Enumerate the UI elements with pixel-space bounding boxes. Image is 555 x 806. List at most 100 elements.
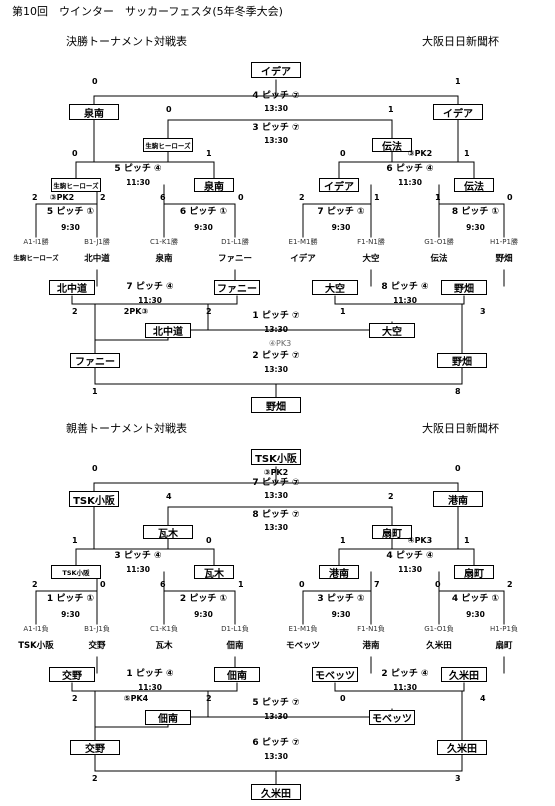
- team-name: ファニー: [217, 254, 253, 264]
- page-header: 第10回 ウインター サッカーフェスタ(5年冬季大会): [12, 5, 283, 18]
- quarter-box: 瓦木: [194, 565, 234, 580]
- score: 1: [238, 580, 244, 589]
- match-pitch: 3 ピッチ ①: [317, 594, 365, 604]
- team-name: 泉南: [155, 254, 173, 264]
- placement-box: ファニー: [70, 352, 120, 368]
- seed-slot: A1-I1勝: [23, 238, 49, 246]
- score: 0: [435, 580, 441, 589]
- team-name: 伝法: [430, 254, 448, 264]
- match-pitch: 4 ピッチ ⑦: [252, 91, 300, 101]
- placement-box: 久米田: [437, 739, 487, 755]
- match-time: 13:30: [264, 365, 288, 374]
- organizer-name: 大阪日日新聞杯: [422, 35, 499, 48]
- lower-box: モベッツ: [312, 666, 358, 682]
- score: 2: [72, 694, 78, 703]
- match-time: 9:30: [61, 610, 80, 619]
- score: 2: [299, 193, 305, 202]
- seed-slot: A1-I1負: [23, 625, 49, 633]
- score: 0: [340, 694, 346, 703]
- score: 0: [206, 536, 212, 545]
- match-pitch: 6 ピッチ ①: [179, 207, 228, 217]
- quarter-box: イデア: [319, 178, 359, 193]
- match-pitch: 2 ピッチ ④: [381, 669, 429, 679]
- score: 1: [340, 536, 346, 545]
- pk-result: ④PK3: [268, 339, 292, 348]
- match-time: 9:30: [331, 223, 351, 232]
- match-pitch: 1 ピッチ ①: [46, 594, 95, 604]
- score: 1: [464, 149, 470, 158]
- score: 6: [160, 193, 166, 202]
- placement-winner-box: 久米田: [251, 784, 301, 800]
- score: 2: [388, 492, 394, 501]
- semi-right-box: 伝法: [372, 138, 412, 153]
- score: 1: [374, 193, 380, 202]
- match-pitch: 7 ピッチ ④: [126, 282, 174, 292]
- placement-box: 北中道: [145, 322, 191, 338]
- team-name: 瓦木: [155, 641, 173, 651]
- quarter-box: TSK小阪: [51, 565, 101, 579]
- seed-slot: D1-L1勝: [221, 238, 249, 246]
- lower-box: 交野: [49, 666, 95, 682]
- score: 0: [299, 580, 305, 589]
- score: 1: [388, 105, 394, 114]
- placement-box: 佃南: [145, 709, 191, 725]
- champion-box: イデア: [251, 62, 301, 78]
- team-name: 久米田: [426, 641, 452, 651]
- placement-box: 大空: [369, 322, 415, 338]
- score: 1: [206, 149, 212, 158]
- score: 2: [32, 580, 38, 589]
- match-time: 11:30: [138, 296, 162, 305]
- score: 0: [455, 464, 461, 473]
- score: 2: [507, 580, 513, 589]
- team-name: 佃南: [226, 641, 244, 651]
- match-pitch: 4 ピッチ ①: [451, 594, 500, 604]
- score: 0: [92, 464, 98, 473]
- seed-slot: B1-J1勝: [84, 238, 110, 246]
- score: 4: [166, 492, 172, 501]
- score: 1: [455, 77, 461, 86]
- seed-slot: B1-J1負: [84, 625, 110, 633]
- score: 3: [480, 307, 486, 316]
- pk-result: ③PK2: [263, 468, 289, 477]
- score: 3: [455, 774, 461, 783]
- match-time: 9:30: [466, 223, 485, 232]
- match-pitch: 2 ピッチ ①: [179, 594, 228, 604]
- team-name: TSK小阪: [18, 641, 54, 651]
- seed-slot: H1-P1勝: [490, 238, 518, 246]
- match-pitch: 3 ピッチ ④: [114, 551, 162, 561]
- match-pitch: 3 ピッチ ⑦: [252, 123, 300, 133]
- placement-winner-box: 野畑: [251, 397, 301, 413]
- team-name: 野畑: [495, 254, 513, 264]
- match-time: 11:30: [138, 683, 162, 692]
- match-time: 13:30: [264, 136, 288, 145]
- match-pitch: 6 ピッチ ⑦: [252, 738, 300, 748]
- semi-left-box: 瓦木: [143, 525, 193, 540]
- match-time: 9:30: [331, 610, 351, 619]
- match-pitch: 4 ピッチ ④: [386, 551, 434, 561]
- pk-result: ⑤PK4: [123, 694, 149, 703]
- match-time: 13:30: [264, 712, 288, 721]
- team-name: 北中道: [84, 254, 110, 264]
- placement-box: 交野: [70, 739, 120, 755]
- match-time: 11:30: [393, 296, 417, 305]
- seed-slot: F1-N1負: [357, 625, 385, 633]
- quarter-box: 生駒ヒーローズ: [51, 178, 101, 192]
- score: 0: [92, 77, 98, 86]
- score: 0: [72, 149, 78, 158]
- lower-box: 北中道: [49, 279, 95, 295]
- pk-result: ③PK2: [49, 193, 75, 202]
- match-pitch: 8 ピッチ ①: [451, 207, 500, 217]
- final-right-box: 港南: [433, 491, 483, 507]
- score: 0: [238, 193, 244, 202]
- score: 1: [92, 387, 98, 396]
- organizer-name: 大阪日日新聞杯: [422, 422, 499, 435]
- match-pitch: 5 ピッチ ⑦: [252, 698, 300, 708]
- pk-result: ④PK3: [407, 536, 433, 545]
- score: 7: [374, 580, 380, 589]
- match-time: 11:30: [398, 178, 422, 187]
- match-pitch: 1 ピッチ ④: [126, 669, 174, 679]
- match-time: 9:30: [466, 610, 485, 619]
- match-time: 13:30: [264, 491, 288, 500]
- score: 1: [72, 536, 78, 545]
- seed-slot: D1-L1負: [221, 625, 249, 633]
